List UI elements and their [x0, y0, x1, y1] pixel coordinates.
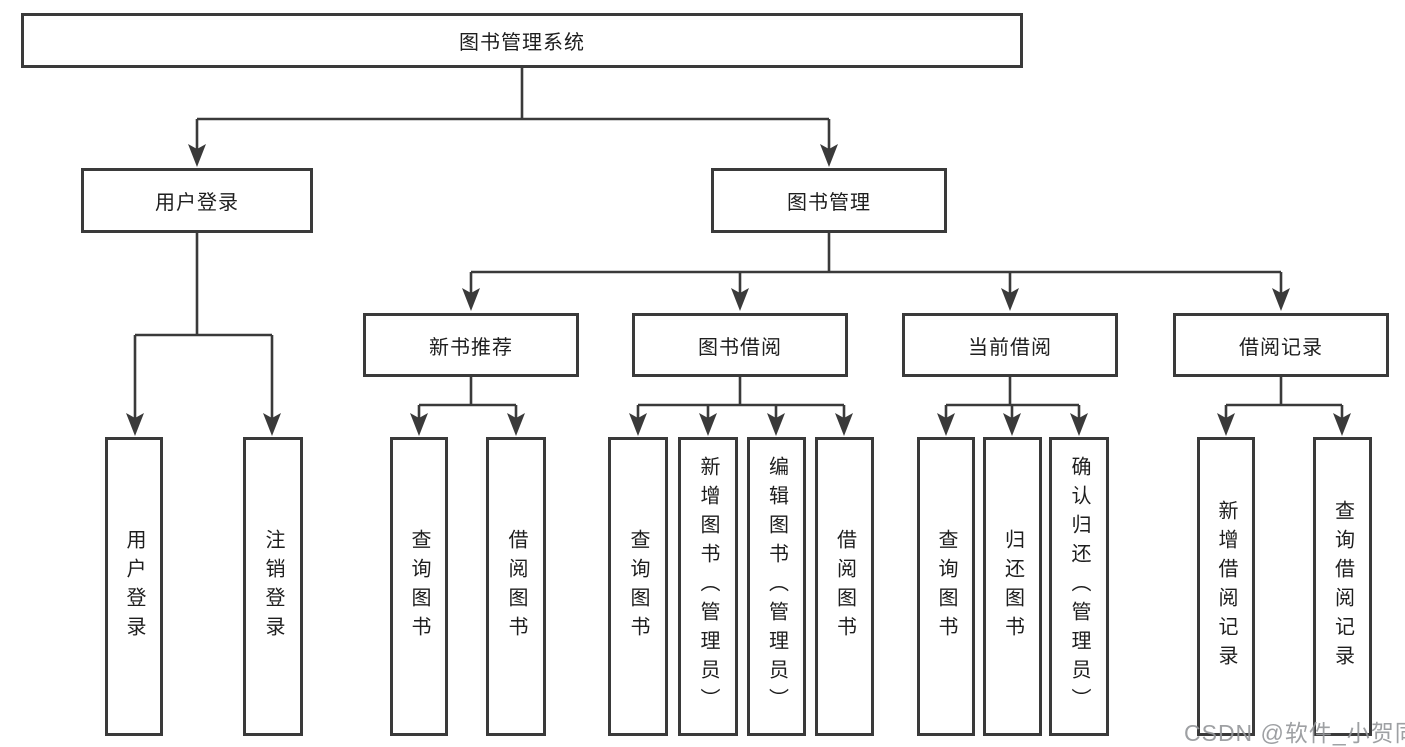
node-root: 图书管理系统 — [21, 13, 1023, 68]
node-current-borrowing-label: 当前借阅 — [968, 336, 1052, 359]
node-borrowing-records-label: 借阅记录 — [1239, 336, 1323, 359]
leaf-logout: 注销登录 — [243, 437, 303, 736]
node-book-borrowing: 图书借阅 — [632, 313, 848, 377]
node-book-management-label: 图书管理 — [787, 192, 871, 214]
leaf-borrow-books-recommend: 借阅图书 — [486, 437, 546, 736]
node-new-book-recommend: 新书推荐 — [363, 313, 579, 377]
leaf-query-books-current-label: 查询图书 — [935, 528, 957, 645]
node-book-management: 图书管理 — [711, 168, 947, 233]
node-book-borrowing-label: 图书借阅 — [698, 336, 782, 359]
leaf-query-books-recommend: 查询图书 — [390, 437, 448, 736]
watermark: CSDN @软件_小贺同学 — [1184, 720, 1405, 746]
node-new-book-recommend-label: 新书推荐 — [429, 336, 513, 359]
leaf-add-borrow-record-label: 新增借阅记录 — [1215, 499, 1237, 674]
leaf-logout-label: 注销登录 — [262, 528, 284, 645]
leaf-user-login-label: 用户登录 — [123, 528, 145, 645]
leaf-borrow-books-recommend-label: 借阅图书 — [505, 528, 527, 645]
node-root-label: 图书管理系统 — [459, 32, 585, 54]
leaf-confirm-return-admin-label: 确认归还（管理员） — [1068, 456, 1090, 717]
node-borrowing-records: 借阅记录 — [1173, 313, 1389, 377]
node-user-login: 用户登录 — [81, 168, 313, 233]
leaf-borrow-books-borrowing-label: 借阅图书 — [833, 528, 856, 645]
leaf-add-borrow-record: 新增借阅记录 — [1197, 437, 1255, 736]
leaf-query-books-current: 查询图书 — [917, 437, 975, 736]
leaf-query-borrow-record: 查询借阅记录 — [1313, 437, 1372, 736]
leaf-edit-book-admin-label: 编辑图书（管理员） — [765, 456, 788, 717]
leaf-confirm-return-admin: 确认归还（管理员） — [1049, 437, 1109, 736]
leaf-query-books-borrowing-label: 查询图书 — [627, 528, 649, 645]
leaf-add-book-admin-label: 新增图书（管理员） — [697, 456, 719, 717]
leaf-return-books: 归还图书 — [983, 437, 1042, 736]
leaf-return-books-label: 归还图书 — [1001, 528, 1024, 645]
leaf-user-login: 用户登录 — [105, 437, 163, 736]
leaf-add-book-admin: 新增图书（管理员） — [678, 437, 738, 736]
leaf-edit-book-admin: 编辑图书（管理员） — [747, 437, 806, 736]
leaf-borrow-books-borrowing: 借阅图书 — [815, 437, 874, 736]
leaf-query-books-borrowing: 查询图书 — [608, 437, 668, 736]
node-user-login-label: 用户登录 — [155, 192, 239, 214]
node-current-borrowing: 当前借阅 — [902, 313, 1118, 377]
leaf-query-borrow-record-label: 查询借阅记录 — [1331, 499, 1354, 674]
leaf-query-books-recommend-label: 查询图书 — [408, 528, 430, 645]
